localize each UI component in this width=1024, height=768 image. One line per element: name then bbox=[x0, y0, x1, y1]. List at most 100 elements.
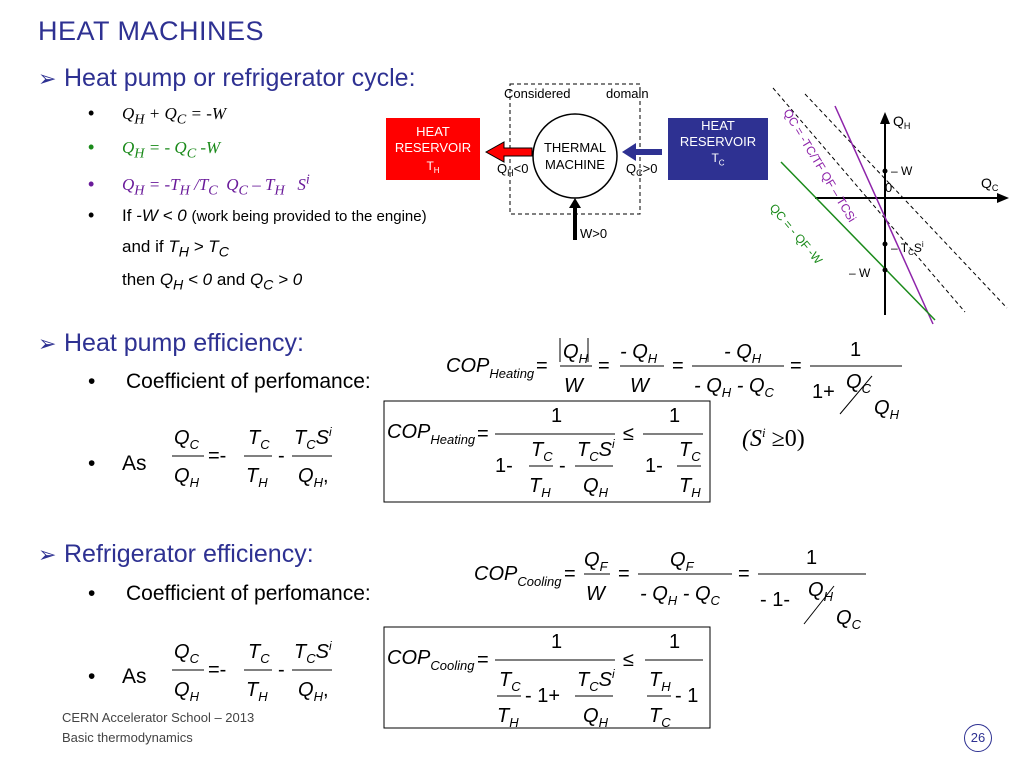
condition-result: then QH < 0 and QC > 0 bbox=[122, 270, 303, 294]
dashed-line-1 bbox=[772, 87, 966, 313]
bullet-dot-icon: • bbox=[88, 665, 96, 688]
svg-text:- QH - QC: - QH - QC bbox=[694, 375, 775, 400]
svg-text:TC: TC bbox=[649, 705, 671, 730]
svg-text:QC: QC bbox=[836, 607, 862, 632]
svg-text:=: = bbox=[672, 355, 684, 377]
label-domain: domain bbox=[606, 86, 649, 101]
svg-text:W: W bbox=[586, 583, 607, 605]
svg-text:-: - bbox=[278, 445, 285, 467]
svg-text:QH,: QH, bbox=[298, 465, 329, 490]
svg-text:=: = bbox=[618, 563, 630, 585]
svg-text:QH: QH bbox=[874, 397, 900, 422]
bullet-dot-icon: • bbox=[88, 137, 95, 157]
svg-text:-: - bbox=[559, 455, 566, 477]
svg-text:- QH: - QH bbox=[724, 341, 762, 366]
svg-text:QH: QH bbox=[583, 475, 609, 500]
svg-text:- 1-: - 1- bbox=[760, 589, 790, 611]
svg-text:=: = bbox=[477, 649, 489, 671]
coef-heating-row: •Coefficient of perfomance: bbox=[88, 370, 371, 393]
svg-text:W: W bbox=[630, 375, 651, 397]
svg-text:TH: TH bbox=[246, 465, 268, 490]
bullet-dot-icon: • bbox=[88, 370, 96, 393]
section-heat-pump-efficiency: ➢Heat pump efficiency: bbox=[38, 329, 304, 358]
thermal-machine-diagram: Considered domain HEAT RESERVOIR TH THER… bbox=[386, 83, 670, 241]
cop-heating-bound-box: COPHeating = 1 1- TC TH - TCSi QH ≤ 1 1-… bbox=[383, 400, 711, 503]
svg-text:TC: TC bbox=[531, 439, 553, 464]
bullet-dot-icon: • bbox=[88, 103, 95, 123]
svg-text:QF: QF bbox=[584, 549, 609, 574]
slide-title: HEAT MACHINES bbox=[38, 16, 265, 46]
svg-text:TC: TC bbox=[248, 427, 270, 452]
svg-text:– W: – W bbox=[891, 164, 913, 178]
as-cooling-row: •As bbox=[88, 665, 147, 688]
svg-text:- QH - QC: - QH - QC bbox=[640, 583, 721, 608]
svg-text:COPHeating: COPHeating bbox=[387, 421, 476, 447]
svg-text:QH: QH bbox=[174, 679, 200, 704]
arrow-bullet-icon: ➢ bbox=[38, 542, 57, 567]
svg-text:≤: ≤ bbox=[623, 649, 634, 671]
svg-text:W>0: W>0 bbox=[580, 226, 607, 241]
svg-text:THERMAL: THERMAL bbox=[544, 140, 606, 155]
svg-text:1: 1 bbox=[669, 631, 680, 653]
bullet-dot-icon: • bbox=[88, 205, 95, 225]
svg-text:- QH: - QH bbox=[620, 341, 658, 366]
svg-text:QH: QH bbox=[174, 465, 200, 490]
section-heading: Heat pump or refrigerator cycle: bbox=[64, 64, 416, 92]
svg-text:TCSi: TCSi bbox=[294, 639, 332, 666]
purple-line bbox=[834, 105, 934, 325]
svg-text:TCSi: TCSi bbox=[577, 667, 615, 694]
svg-text:QH: QH bbox=[563, 341, 589, 366]
svg-text:- 1: - 1 bbox=[675, 685, 698, 707]
svg-text:MACHINE: MACHINE bbox=[545, 157, 605, 172]
condition-th-tc: and if TH > TC bbox=[122, 237, 229, 261]
svg-text:=: = bbox=[536, 355, 548, 377]
cop-cooling-bound-box: COPCooling = 1 TC TH - 1+ TCSi QH ≤ 1 TH… bbox=[383, 626, 711, 730]
qc-qh-relation-heating: QC QH =- TC TH - TCSi QH, bbox=[172, 425, 332, 490]
footer-line-1: CERN Accelerator School – 2013 bbox=[62, 710, 255, 725]
svg-text:TC: TC bbox=[248, 641, 270, 666]
svg-text:COPCooling: COPCooling bbox=[474, 563, 562, 589]
y-axis-arrow-icon bbox=[880, 112, 890, 124]
svg-text:0: 0 bbox=[885, 180, 892, 195]
bullet-dot-icon: • bbox=[88, 173, 95, 194]
green-line bbox=[780, 161, 936, 321]
page-number: 26 bbox=[964, 724, 992, 752]
svg-text:=: = bbox=[564, 563, 576, 585]
bullet-qh-equation: •QH = - QC -W bbox=[88, 137, 221, 162]
svg-text:≤: ≤ bbox=[623, 423, 634, 445]
svg-text:1: 1 bbox=[669, 405, 680, 427]
svg-text:TH: TH bbox=[246, 679, 268, 704]
svg-text:RESERVOIR: RESERVOIR bbox=[395, 140, 471, 155]
svg-text:=: = bbox=[738, 563, 750, 585]
entropy-condition: (Si ≥0) bbox=[742, 425, 805, 452]
svg-text:QC>0: QC>0 bbox=[626, 161, 657, 178]
footer: CERN Accelerator School – 2013 Basic the… bbox=[62, 708, 254, 748]
footer-line-2: Basic thermodynamics bbox=[62, 730, 193, 745]
qh-arrow-icon bbox=[484, 141, 533, 163]
x-axis-arrow-icon bbox=[997, 193, 1009, 203]
green-line-label: QC = - QF -W bbox=[767, 201, 826, 267]
arrow-bullet-icon: ➢ bbox=[38, 66, 57, 91]
svg-text:QH: QH bbox=[893, 113, 910, 131]
svg-text:1-: 1- bbox=[495, 455, 513, 477]
bullet-energy-balance: •QH + QC = -W bbox=[88, 103, 227, 128]
section-heading: Refrigerator efficiency: bbox=[64, 540, 314, 568]
svg-text:QF: QF bbox=[670, 549, 695, 574]
coef-cooling-row: •Coefficient of perfomance: bbox=[88, 582, 371, 605]
bullet-dot-icon: • bbox=[88, 452, 96, 475]
svg-text:QC: QC bbox=[981, 175, 999, 193]
arrow-bullet-icon: ➢ bbox=[38, 331, 57, 356]
svg-text:HEAT: HEAT bbox=[416, 124, 450, 139]
cold-reservoir-label: HEAT RESERVOIR TC bbox=[668, 118, 768, 180]
svg-text:QC: QC bbox=[174, 641, 200, 666]
svg-text:TH: TH bbox=[649, 669, 671, 694]
svg-text:TCSi: TCSi bbox=[294, 425, 332, 452]
work-arrow-icon bbox=[569, 198, 581, 240]
bullet-condition: •If -W < 0 (work being provided to the e… bbox=[88, 205, 427, 225]
svg-text:TH: TH bbox=[679, 475, 701, 500]
svg-text:1-: 1- bbox=[645, 455, 663, 477]
svg-text:QC: QC bbox=[174, 427, 200, 452]
svg-text:=-: =- bbox=[208, 445, 226, 467]
cop-cooling-definition: COPCooling = QF W = QF - QH - QC = 1 - 1… bbox=[474, 547, 866, 632]
bullet-qh-entropy: •QH = -TH /TC QC – TH Si bbox=[88, 171, 310, 199]
